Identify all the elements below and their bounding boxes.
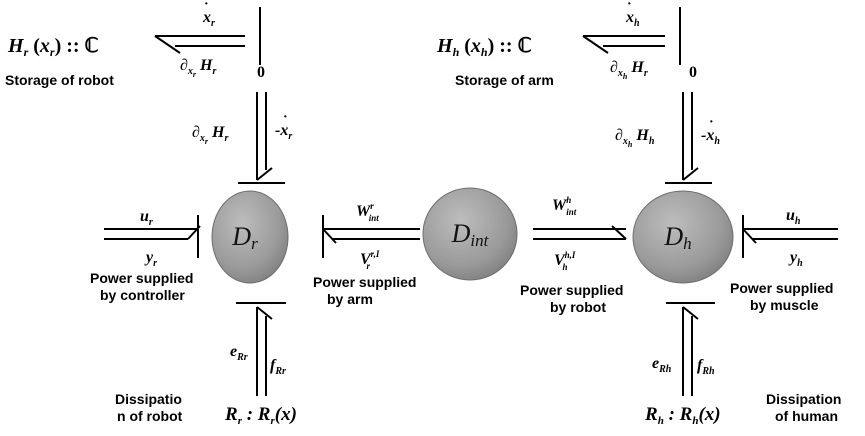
- storage-robot-flow: xr: [202, 9, 215, 29]
- dissipation-human-f: fRh: [697, 357, 715, 377]
- robot-bond: [533, 225, 627, 240]
- controller-y: yr: [144, 249, 157, 269]
- arm-caption-1: Power supplied: [313, 274, 416, 290]
- robot-bond-flow: -xr: [275, 122, 292, 142]
- svg-text:·: ·: [709, 115, 714, 130]
- dissipation-human-e: eRh: [652, 355, 672, 375]
- muscle-u: uh: [786, 207, 801, 227]
- human-storage-vertical-bond: [665, 92, 712, 184]
- muscle-y: yh: [788, 249, 803, 269]
- robot-caption-1: Power supplied: [520, 282, 623, 298]
- storage-arm-bond: [582, 7, 681, 65]
- svg-text:·: ·: [204, 0, 209, 12]
- muscle-caption-1: Power supplied: [730, 280, 833, 296]
- storage-robot-effort: ∂xr Hr: [180, 57, 216, 79]
- storage-arm-zero: 0: [689, 64, 697, 81]
- storage-arm-effort: ∂xh Hr: [610, 59, 648, 81]
- storage-robot-bond: [154, 7, 261, 65]
- controller-bond: [104, 215, 201, 258]
- dissipation-robot-e: eRr: [230, 343, 248, 363]
- dissipation-human-bond: [666, 302, 715, 396]
- storage-robot-expr: Hr (xr) :: ℂ: [7, 35, 99, 59]
- human-bond-effort: ∂xh Hh: [615, 127, 655, 149]
- dissipation-human-caption-2: of human: [775, 408, 838, 424]
- node-interaction: [422, 187, 518, 281]
- controller-caption-2: by controller: [100, 287, 185, 303]
- storage-arm-flow: xh: [625, 9, 640, 29]
- robot-caption-2: by robot: [550, 299, 606, 315]
- storage-arm-caption: Storage of arm: [455, 72, 554, 88]
- arm-bond: [322, 215, 420, 258]
- storage-robot-caption: Storage of robot: [5, 72, 114, 88]
- node-interaction-label: Dint: [451, 219, 490, 250]
- human-bond-flow: -xh: [701, 127, 720, 147]
- dissipation-robot-caption-1: Dissipatio: [115, 391, 182, 407]
- node-robot: [211, 190, 289, 284]
- node-human: [632, 190, 734, 284]
- robot-bond-effort: ∂xr Hr: [192, 124, 228, 146]
- robot-storage-vertical-bond: [238, 92, 285, 184]
- storage-robot-zero: 0: [257, 64, 265, 81]
- muscle-bond: [742, 215, 838, 258]
- dissipation-robot-expr: Rr : Rr(x): [224, 404, 297, 427]
- svg-text:·: ·: [627, 0, 632, 12]
- dissipation-robot-f: fRr: [270, 357, 286, 377]
- controller-caption-1: Power supplied: [90, 270, 193, 286]
- dissipation-human-caption-1: Dissipation: [766, 391, 841, 407]
- arm-caption-2: by arm: [327, 291, 373, 307]
- storage-arm-expr: Hh (xh) :: ℂ: [436, 35, 532, 59]
- dissipation-robot-bond: [236, 302, 286, 396]
- svg-text:·: ·: [283, 110, 288, 125]
- dissipation-human-expr: Rh : Rh(x): [644, 404, 721, 427]
- muscle-caption-2: by muscle: [750, 297, 819, 313]
- dissipation-robot-caption-2: n of robot: [117, 408, 183, 424]
- controller-u: ur: [140, 208, 153, 228]
